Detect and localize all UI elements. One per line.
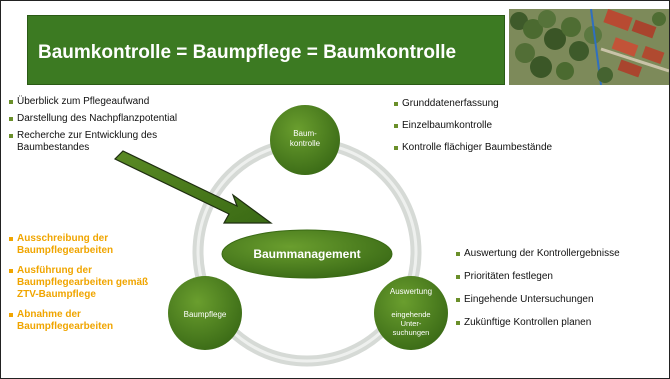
center-label: Baummanagement: [253, 247, 360, 261]
node-right-sub2: Unter-: [401, 319, 422, 328]
node-top-line1: Baum-: [293, 129, 317, 138]
aerial-photo: [509, 9, 669, 85]
node-right-sub3: suchungen: [393, 328, 430, 337]
list-item: Ausführung der Baumpflegearbeiten gemäß …: [9, 265, 169, 301]
list-item: Kontrolle flächiger Baumbestände: [394, 142, 634, 154]
list-item: Ausschreibung der Baumpflegearbeiten: [9, 233, 169, 257]
list-left-bottom: Ausschreibung der Baumpflegearbeiten Aus…: [9, 233, 169, 341]
node-right-title: Auswertung: [390, 287, 432, 296]
center-node: [221, 229, 393, 279]
node-baumpflege: [168, 276, 242, 350]
node-baumkontrolle: [270, 105, 340, 175]
list-right-bottom: Auswertung der Kontrollergebnisse Priori…: [456, 248, 666, 340]
list-item: Zukünftige Kontrollen planen: [456, 317, 666, 329]
list-item: Einzelbaumkontrolle: [394, 120, 634, 132]
list-right-top: Grunddatenerfassung Einzelbaumkontrolle …: [394, 98, 634, 164]
list-item: Recherche zur Entwicklung des Baumbestan…: [9, 130, 214, 154]
node-left-label: Baumpflege: [184, 310, 227, 319]
list-item: Auswertung der Kontrollergebnisse: [456, 248, 666, 260]
arrow: [113, 150, 273, 224]
list-item: Überblick zum Pflegeaufwand: [9, 96, 214, 108]
list-item: Grunddatenerfassung: [394, 98, 634, 110]
list-item: Prioritäten festlegen: [456, 271, 666, 283]
page-title: Baumkontrolle = Baumpflege = Baumkontrol…: [38, 42, 457, 63]
list-item: Eingehende Untersuchungen: [456, 294, 666, 306]
title-bar: Baumkontrolle = Baumpflege = Baumkontrol…: [27, 15, 505, 85]
node-right-sub1: eingehende: [391, 310, 430, 319]
list-item: Abnahme der Baumpflegearbeiten: [9, 309, 169, 333]
node-top-line2: kontrolle: [290, 139, 321, 148]
list-item: Darstellung des Nachpflanzpotential: [9, 113, 214, 125]
node-auswertung: [374, 276, 448, 350]
list-left-top: Überblick zum Pflegeaufwand Darstellung …: [9, 96, 214, 159]
